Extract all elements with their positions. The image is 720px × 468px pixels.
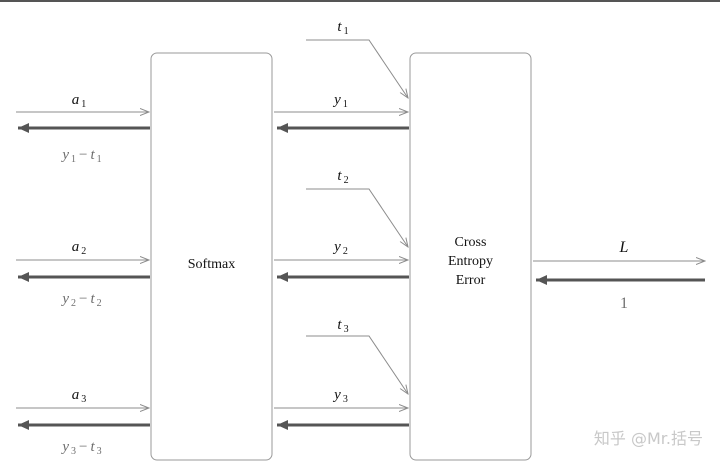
target-t1-arrow xyxy=(306,39,408,98)
label-loss: L xyxy=(619,239,629,256)
cross-entropy-label-line2: Entropy xyxy=(448,254,493,269)
cross-entropy-label-line1: Cross xyxy=(455,235,487,250)
softmax-label: Softmax xyxy=(188,257,235,272)
target-t3-arrow xyxy=(306,335,408,394)
cross-entropy-box xyxy=(409,52,532,461)
cross-entropy-label-line3: Error xyxy=(456,273,486,288)
target-t2-arrow xyxy=(306,188,408,247)
label-loss-grad: 1 xyxy=(620,295,628,312)
watermark: 知乎 @Mr.括号 xyxy=(594,429,703,448)
softmax-box xyxy=(150,52,273,461)
